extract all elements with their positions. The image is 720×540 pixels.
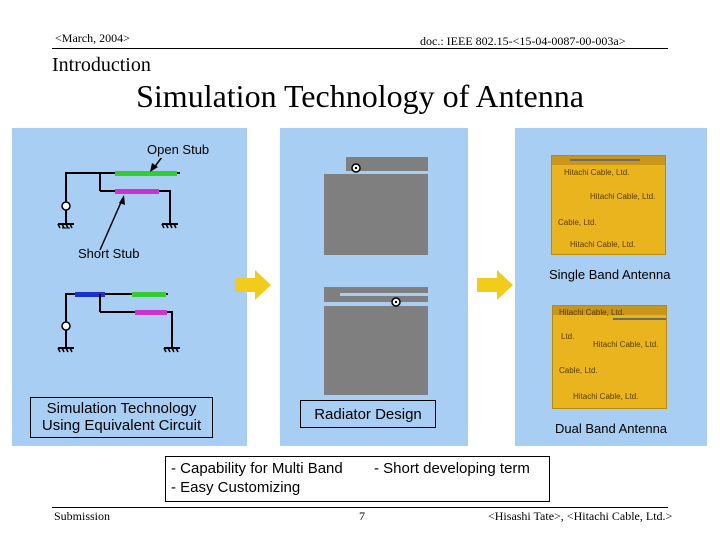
open-stub-green — [115, 171, 177, 176]
single-band-circuit — [57, 158, 180, 251]
arrow-right-icon — [235, 270, 271, 300]
sim-tech-line1: Simulation Technology — [46, 400, 197, 417]
dual-card-text-1: Hitachi Cable, Ltd. — [559, 308, 625, 317]
benefit-short-term: - Short developing term — [374, 460, 530, 477]
short-stub-label: Short Stub — [78, 246, 140, 261]
dual-card-text-3: Hitachi Cable, Ltd. — [593, 340, 659, 349]
single-band-label: Single Band Antenna — [549, 267, 671, 282]
single-band-radiator — [324, 157, 428, 255]
stub-magenta-2 — [135, 310, 167, 315]
benefits-box: - Capability for Multi Band - Short deve… — [165, 456, 550, 502]
dual-card-text-2: Ltd. — [561, 332, 575, 341]
benefit-multi-band: - Capability for Multi Band — [171, 460, 343, 477]
stub-green-2 — [132, 292, 166, 297]
dual-card-text-5: Hitachi Cable, Ltd. — [573, 392, 639, 401]
single-card-text-1: Hitachi Cable, Ltd. — [564, 168, 630, 177]
header-doc-id: doc.: IEEE 802.15-<15-04-0087-00-003a> — [420, 34, 626, 48]
section-title: Introduction — [52, 54, 151, 76]
arrow-right-icon — [477, 270, 513, 300]
dual-card-text-4: Cable, Ltd. — [559, 366, 598, 375]
dual-band-antenna-photo: Hitachi Cable, Ltd. Ltd. Hitachi Cable, … — [552, 305, 667, 409]
stub-blue — [75, 292, 105, 297]
dual-band-radiator — [324, 287, 428, 395]
circuit-panel — [12, 128, 247, 446]
radiator-designs — [324, 157, 428, 395]
footer-rule — [52, 507, 668, 508]
benefit-easy-customizing: - Easy Customizing — [171, 479, 301, 496]
dual-band-circuit — [57, 292, 180, 353]
footer-submission: Submission — [54, 509, 111, 523]
simulation-technology-box: Simulation Technology Using Equivalent C… — [30, 397, 213, 438]
equivalent-circuit-diagram — [57, 158, 180, 353]
single-card-text-3: Cable, Ltd. — [558, 218, 597, 227]
single-card-text-2: Hitachi Cable, Ltd. — [590, 192, 656, 201]
open-stub-label: Open Stub — [147, 142, 210, 157]
single-card-text-4: Hitachi Cable, Ltd. — [570, 240, 636, 249]
short-stub-magenta — [115, 189, 159, 194]
slide-title: Simulation Technology of Antenna — [136, 78, 584, 114]
footer-page-number: 7 — [359, 509, 365, 523]
dual-band-label: Dual Band Antenna — [555, 421, 668, 436]
single-band-antenna-photo: Hitachi Cable, Ltd. Hitachi Cable, Ltd. … — [551, 155, 666, 255]
footer-author: <Hisashi Tate>, <Hitachi Cable, Ltd.> — [488, 509, 673, 523]
header-rule — [52, 48, 668, 49]
sim-tech-line2: Using Equivalent Circuit — [41, 417, 202, 434]
header-date: <March, 2004> — [55, 31, 130, 45]
radiator-design-box: Radiator Design — [300, 400, 436, 428]
